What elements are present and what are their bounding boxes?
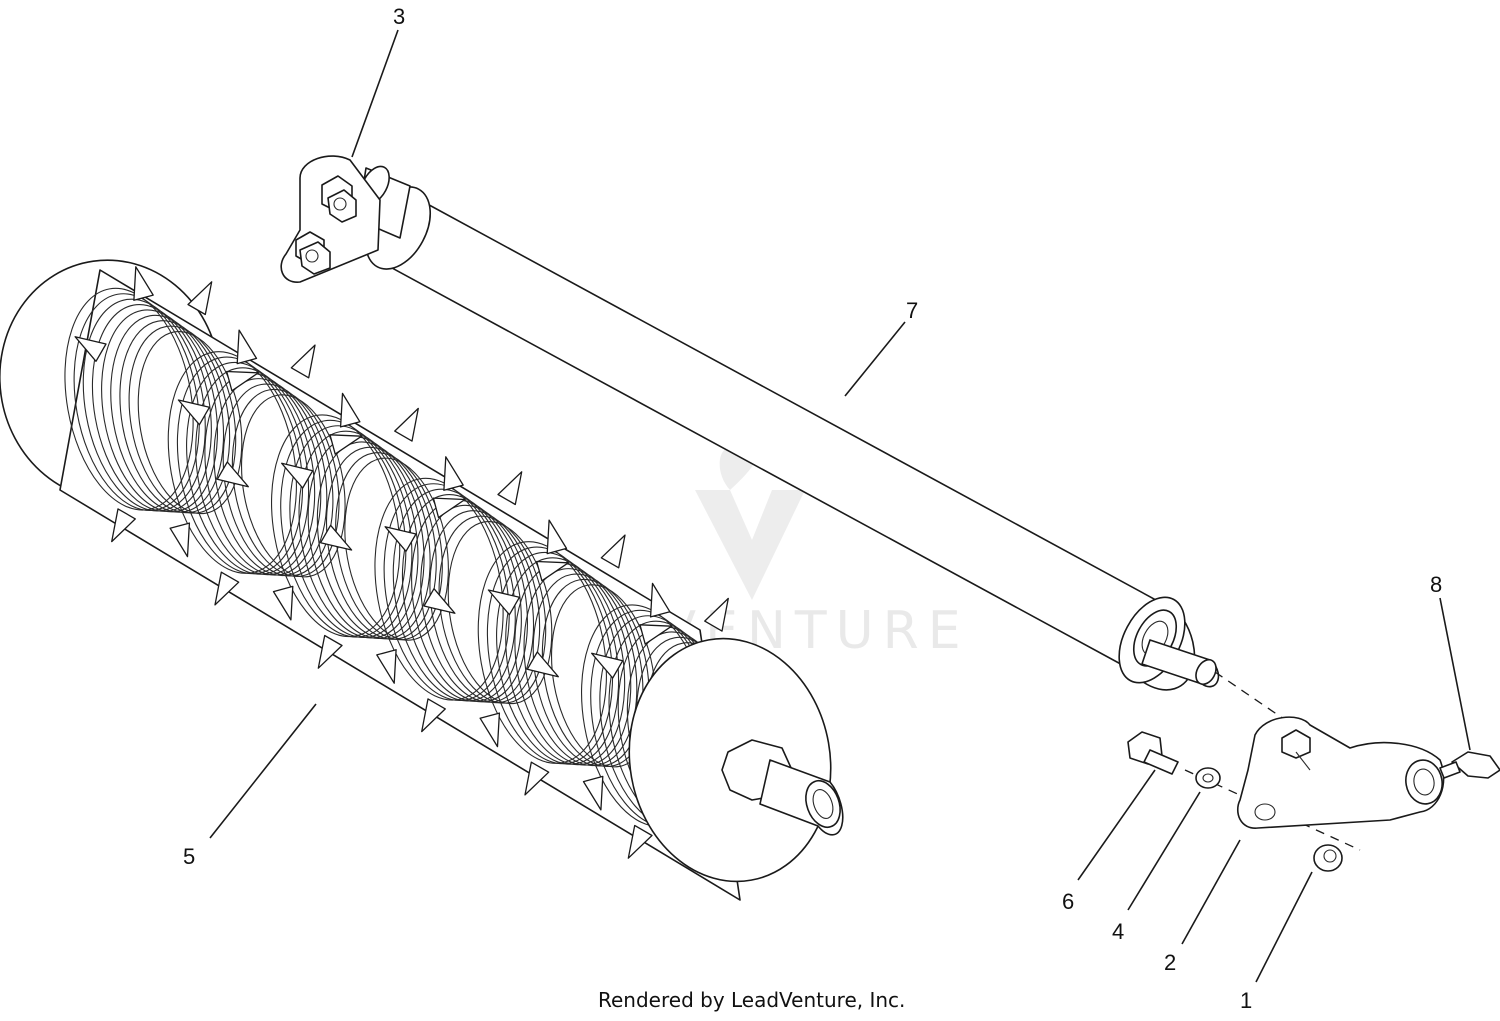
tine: [187, 281, 213, 316]
tine: [281, 462, 314, 489]
coil-ring: [240, 394, 346, 578]
bracket-part-3: [280, 155, 381, 283]
tine: [421, 698, 446, 733]
callout-label: 8: [1430, 572, 1442, 597]
tine: [376, 649, 397, 684]
callout-7: 7: [844, 298, 918, 397]
tine: [236, 329, 258, 365]
callout-label: 4: [1112, 919, 1124, 944]
tine: [423, 588, 456, 614]
coil-ring: [447, 520, 553, 705]
tine: [272, 585, 294, 621]
callout-label: 2: [1164, 950, 1176, 975]
tine: [216, 461, 249, 488]
tine: [339, 392, 361, 428]
roller-part-7: [357, 165, 1220, 691]
tine: [169, 522, 191, 558]
tine: [384, 526, 417, 552]
coil-ring: [137, 330, 243, 515]
tine: [546, 519, 568, 555]
tine: [111, 508, 136, 543]
tine: [627, 824, 653, 859]
tine: [591, 652, 624, 679]
tine: [649, 582, 671, 618]
tine: [319, 524, 353, 551]
callout-5: 5: [183, 703, 317, 869]
tine: [536, 560, 569, 582]
callout-label: 5: [183, 844, 195, 869]
callout-6: 6: [1062, 769, 1156, 914]
callout-label: 6: [1062, 889, 1074, 914]
watermark-v-icon: [695, 490, 805, 600]
tine: [526, 651, 559, 678]
footer-credit: Rendered by LeadVenture, Inc.: [598, 988, 905, 1012]
coil-ring: [550, 584, 656, 768]
arm-part-2: [1236, 716, 1445, 829]
fitting-part-8: [1439, 751, 1500, 779]
callout-label: 1: [1240, 988, 1252, 1013]
tine: [582, 775, 604, 811]
callout-1: 1: [1240, 871, 1313, 1013]
callout-3: 3: [351, 4, 405, 158]
callout-label: 3: [393, 4, 405, 29]
callout-2: 2: [1164, 839, 1241, 975]
tine: [487, 589, 521, 616]
tine: [639, 624, 673, 645]
tine: [524, 761, 550, 796]
washer-part-4: [1195, 767, 1221, 789]
tine: [600, 534, 626, 569]
tine: [394, 407, 419, 442]
coil-ring: [344, 457, 449, 641]
tine: [443, 456, 464, 491]
callout-4: 4: [1112, 791, 1201, 944]
tine: [479, 712, 501, 748]
tine: [74, 336, 107, 362]
tine: [214, 571, 240, 606]
tine: [290, 344, 316, 379]
tine: [329, 434, 363, 455]
callout-8: 8: [1430, 572, 1471, 751]
bolt-part-6: [1127, 731, 1179, 775]
callout-label: 7: [906, 298, 918, 323]
tine: [133, 266, 154, 301]
tine: [704, 597, 729, 632]
nut-part-1: [1313, 844, 1343, 872]
tine: [497, 471, 523, 506]
tine: [317, 634, 343, 669]
tine: [432, 497, 466, 519]
tine: [226, 370, 259, 392]
aerator-drum-part-5: [0, 259, 844, 901]
tine: [177, 399, 211, 426]
